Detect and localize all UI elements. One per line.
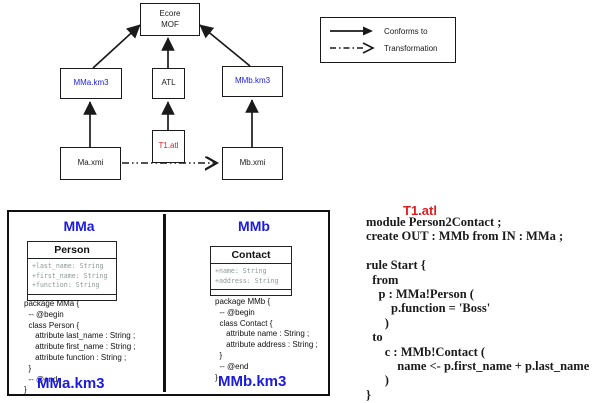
person-attribute: +function: String: [32, 281, 100, 290]
mmb-km3-source: package MMb { -- @begin class Contact { …: [215, 297, 318, 382]
node-ma-xmi: Ma.xmi: [60, 147, 121, 180]
node-mb-xmi: Mb.xmi: [222, 147, 283, 180]
class-box-contact: Contact +name: String +address: String: [210, 246, 292, 297]
transformation-arrow-icon: [330, 42, 375, 54]
mmb-km3-file-label: MMb.km3: [218, 373, 287, 390]
mmb-section-title: MMb: [238, 218, 270, 234]
conforms-to-arrow-icon: [330, 26, 373, 36]
legend-row-conforms-to: Conforms to: [329, 26, 447, 36]
mof-label-line2: MOF: [161, 19, 179, 29]
contact-operations-compartment: [211, 289, 291, 295]
legend-label-conforms-to: Conforms to: [384, 26, 428, 36]
node-mma-km3: MMa.km3: [60, 68, 122, 99]
mma-km3-source: package MMa { -- @begin class Person { a…: [24, 299, 136, 395]
node-mmb-km3: MMb.km3: [222, 66, 283, 97]
conforms-arrow-mma-to-ecore: [92, 24, 141, 69]
metamodel-panel: MMa Person +last_name: String +first_nam…: [7, 210, 330, 396]
contact-attributes: +name: String +address: String: [211, 264, 291, 289]
legend-row-transformation: Transformation: [329, 42, 447, 54]
legend-label-transformation: Transformation: [384, 43, 438, 53]
ecore-label-line1: Ecore: [159, 8, 181, 18]
conforms-arrow-mmb-to-ecore: [199, 24, 251, 67]
contact-attribute: +address: String: [215, 276, 279, 285]
person-attributes: +last_name: String +first_name: String +…: [28, 259, 116, 294]
node-ecore-mof: Ecore MOF: [140, 3, 200, 36]
class-box-person: Person +last_name: String +first_name: S…: [27, 241, 117, 301]
contact-attribute: +name: String: [215, 267, 267, 275]
panel-divider: [163, 214, 166, 392]
atl-file-title: T1.atl: [403, 203, 437, 218]
diagram-arrows: [83, 24, 259, 205]
legend-box: Conforms to Transformation: [320, 17, 456, 63]
class-name-contact: Contact: [211, 247, 291, 264]
atl-source-code: module Person2Contact ; create OUT : MMb…: [366, 215, 590, 402]
mma-km3-file-label: MMa.km3: [37, 375, 105, 392]
mma-section-title: MMa: [63, 218, 95, 234]
node-atl: ATL: [152, 68, 185, 99]
person-attribute: +last_name: String: [32, 262, 104, 270]
class-name-person: Person: [28, 242, 116, 259]
person-operations-compartment: [28, 293, 116, 300]
person-attribute: +first_name: String: [32, 271, 108, 280]
node-t1-atl: T1.atl: [152, 130, 185, 163]
